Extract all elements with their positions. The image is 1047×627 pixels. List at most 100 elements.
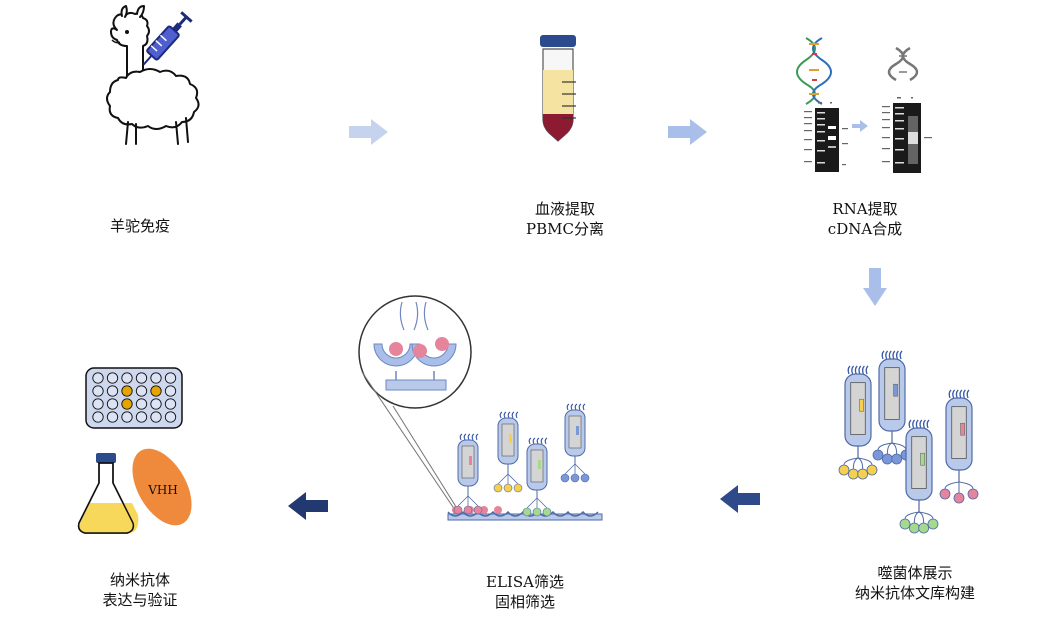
well [121,411,133,423]
phage-display-dot [967,488,979,500]
gel-arrow [852,120,868,132]
well [150,411,162,423]
phage-fringe [912,419,916,429]
well [135,385,148,397]
phage-fringe [948,389,952,399]
phage-display-dot [532,507,542,517]
phage-fringe [952,389,956,399]
phage-fringe [511,411,515,419]
phage-display-dot [881,453,893,465]
phage-display-dot [463,505,473,515]
phage-fringe [865,365,869,375]
phage-fringe [582,403,586,411]
phage-core [530,449,544,483]
well [164,398,177,410]
phage-fringe [503,411,507,419]
phage-fringe [966,389,970,399]
phage-display-dot [542,507,552,517]
elisa-phage [453,433,483,515]
rna-gel-image [804,102,848,172]
step-elisa-line2: 固相筛选 [494,593,555,611]
well [92,372,104,384]
elisa-phage [522,437,552,517]
phage-core [501,423,515,457]
well [106,372,119,384]
step-blood-line1: 血液提取 [534,200,595,218]
arrow-step4-to-step5 [720,485,760,513]
phage-fringe [892,350,896,360]
phage-display-dot [857,468,869,480]
well [135,372,148,384]
phage-tag [893,383,898,397]
phage-core [951,406,967,459]
step-express-line1: 纳米抗体 [109,571,170,589]
elisa-phage [560,403,590,483]
phage-fringe [471,433,475,441]
step-blood-line2: PBMC分离 [526,220,604,238]
elisa-plate-illustration [447,403,603,521]
phage-fringe [858,365,862,375]
step-immunize-line1: 羊驼免疫 [109,217,170,235]
arrow-step2-to-step3 [668,119,707,145]
well [106,385,119,397]
phage-fiber [507,473,519,485]
phage-display-dot [453,505,463,515]
alpaca-icon [106,5,200,145]
phage-fiber [526,497,538,509]
phage-fringe [885,350,889,360]
phage-fringe [922,419,926,429]
phage-tag [509,434,512,443]
phage-display-dot [939,488,951,500]
phage-fiber [877,442,893,451]
phage-fringe [540,437,544,445]
phage-library-illustration [838,350,979,534]
phage-display-dot [866,464,878,476]
phage-display-dot [847,468,859,480]
arrow-step3-to-step4 [863,268,887,306]
well [150,398,162,410]
well [135,398,148,410]
alpaca-mouth [111,39,121,44]
well [106,398,119,410]
phage-fringe [919,419,923,429]
elisa-antigen-dot [480,506,488,514]
phage-fringe [578,403,582,411]
phage-display-dot [503,483,513,493]
phage-fiber [843,457,859,466]
phage-fiber [536,497,548,509]
phage-fiber [857,457,864,470]
phage-display-dot [953,492,965,504]
phage-fringe [895,350,899,360]
phage-tag [469,456,472,465]
step-immunize-label: 羊驼免疫 [80,216,200,236]
step-phage-line1: 噬菌体展示 [877,564,953,582]
flask-icon [77,453,139,534]
step-rna-label: RNA提取 cDNA合成 [805,199,925,239]
alpaca-eye [125,30,129,34]
phage-fringe [574,403,578,411]
phage-fringe [915,419,919,429]
phage-display-dot [580,473,590,483]
phage-fiber [457,495,469,507]
phage-fiber [904,511,920,520]
phage-display-dot [473,505,483,515]
phage-fringe [536,437,540,445]
syringe-icon [142,11,193,66]
phage-display-dot [493,483,503,493]
phage-fiber [574,463,586,475]
phage-tag [538,460,541,469]
phage-tag [960,422,965,436]
phage-display-dot [927,518,939,530]
phage-particle [838,365,878,480]
well [135,411,148,423]
step-express-line2: 表达与验证 [102,591,178,609]
phage-fiber [958,481,974,490]
phage-fringe [908,419,912,429]
well [92,385,104,397]
arrow-step1-to-step2 [349,119,388,145]
phage-display-dot [560,473,570,483]
phage-fringe [888,350,892,360]
phage-core [850,382,866,435]
phage-fringe [566,403,570,411]
